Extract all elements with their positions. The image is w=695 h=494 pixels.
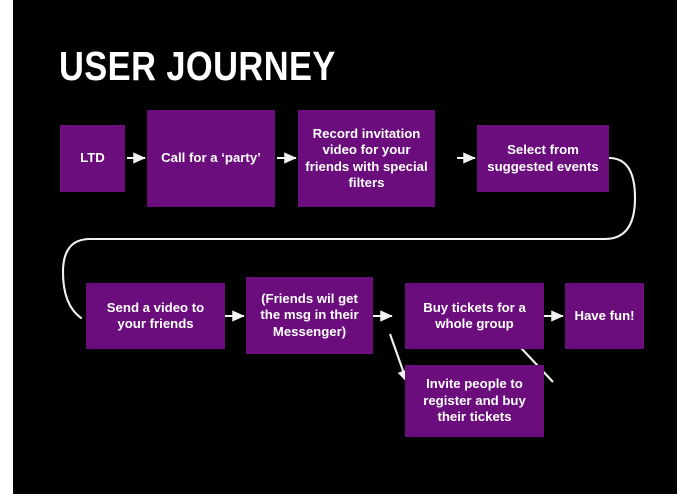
node-record-invitation-video[interactable]: Record invitation video for your friends…	[298, 110, 435, 207]
node-have-fun[interactable]: Have fun!	[565, 283, 644, 349]
node-friends-get-msg[interactable]: (Friends wil get the msg in their Messen…	[246, 277, 373, 354]
node-select-suggested-events[interactable]: Select from suggested events	[477, 125, 609, 192]
slide-canvas: USER JOURNEY	[13, 0, 677, 494]
node-buy-tickets-group[interactable]: Buy tickets for a whole group	[405, 283, 544, 349]
node-label: Record invitation video for your friends…	[305, 125, 428, 191]
node-ltd[interactable]: LTD	[60, 125, 125, 192]
node-send-video[interactable]: Send a video to your friends	[86, 283, 225, 349]
node-label: (Friends wil get the msg in their Messen…	[260, 290, 359, 339]
node-label: Invite people to register and buy their …	[423, 376, 526, 425]
node-call-for-party[interactable]: Call for a ‘party’	[147, 110, 275, 207]
page-title: USER JOURNEY	[59, 43, 336, 89]
node-label: Send a video to your friends	[106, 299, 205, 332]
node-label: Have fun!	[574, 307, 635, 323]
node-label: LTD	[80, 150, 105, 166]
node-label: Select from suggested events	[487, 142, 599, 174]
node-label: Call for a ‘party’	[161, 150, 261, 166]
node-label: Buy tickets for a whole group	[423, 299, 526, 332]
node-invite-people-register[interactable]: Invite people to register and buy their …	[405, 365, 544, 437]
